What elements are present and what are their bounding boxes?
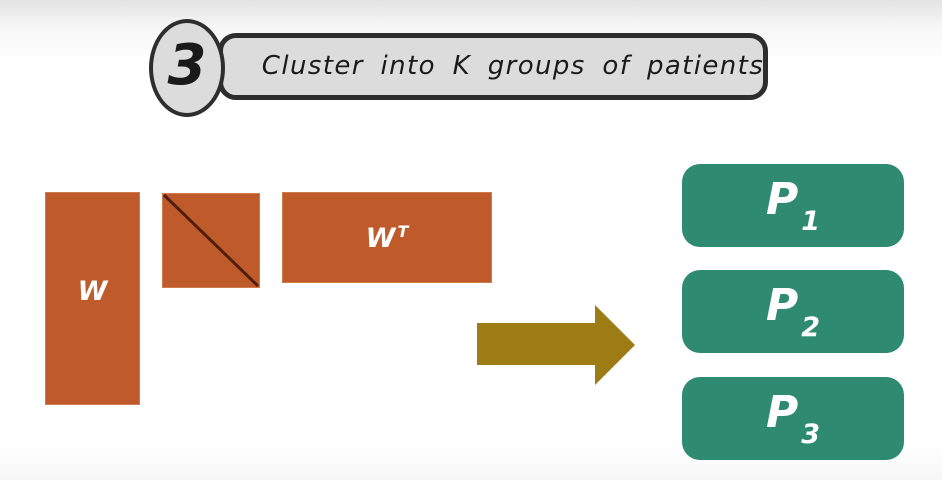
patient-group-2-base: P <box>765 279 799 331</box>
matrix-wt-superscript: T <box>397 221 409 241</box>
matrix-w: W <box>45 192 140 405</box>
step-title: Cluster into K groups of patients <box>261 50 765 81</box>
step-number: 3 <box>167 32 207 98</box>
right-arrow-icon <box>477 305 635 385</box>
patient-group-1-subscript: 1 <box>801 205 821 237</box>
diagonal-line-icon <box>163 194 259 287</box>
matrix-diagonal <box>162 193 260 288</box>
step-callout-pill: Cluster into K groups of patients <box>218 33 768 100</box>
patient-group-3-base: P <box>765 386 799 438</box>
matrix-w-label: W <box>77 276 108 307</box>
patient-group-1-base: P <box>765 173 799 225</box>
matrix-wt-base: W <box>365 222 396 254</box>
step-number-badge: 3 <box>149 19 225 117</box>
patient-group-3-subscript: 3 <box>801 418 821 450</box>
patient-group-2-subscript: 2 <box>801 311 821 343</box>
